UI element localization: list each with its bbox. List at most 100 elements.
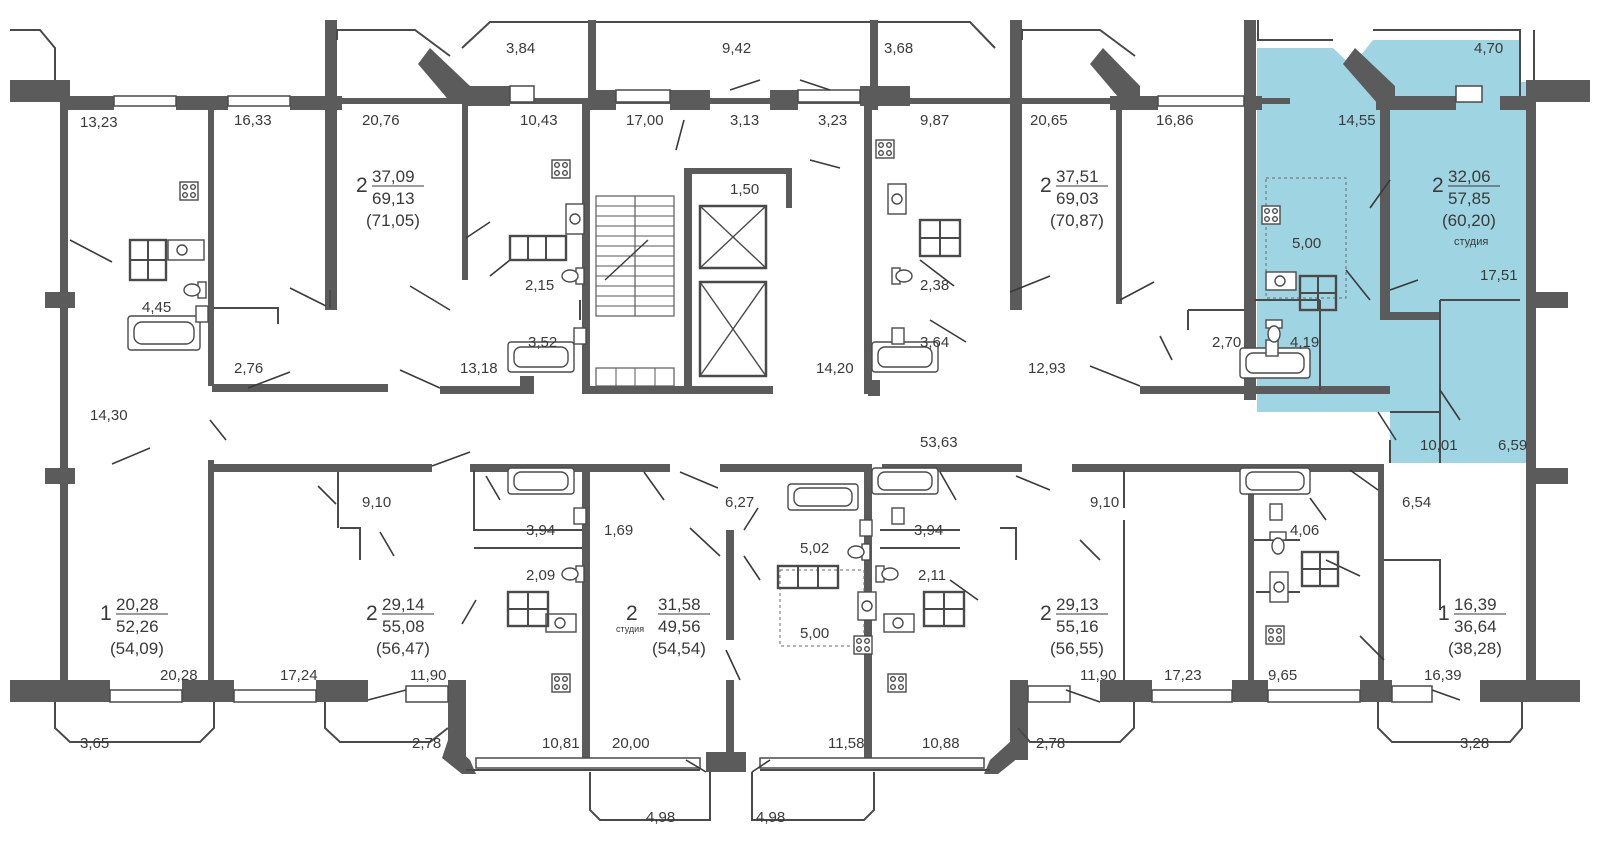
room-area-label: 6,54 [1402, 494, 1431, 511]
room-area-label: 4,19 [1290, 334, 1319, 351]
highlighted-apartment [1257, 40, 1534, 463]
room-area-label: 6,27 [725, 494, 754, 511]
stove-icon [853, 635, 873, 655]
room-area-label: 53,63 [920, 434, 958, 451]
apartment-type-note: студия [1454, 236, 1488, 248]
apartment-total-area: 49,56 [658, 617, 701, 636]
apartment-total-area: 55,16 [1056, 617, 1099, 636]
apartment-total-area: 55,08 [382, 617, 425, 636]
toilet-icon [561, 565, 585, 583]
room-area-label: 4,70 [1474, 40, 1503, 57]
room-area-label: 2,78 [412, 735, 441, 752]
apartment-total-area: 57,85 [1448, 189, 1491, 208]
stove-icon [875, 139, 895, 159]
room-area-label: 13,18 [460, 360, 498, 377]
room-area-label: 17,24 [280, 667, 318, 684]
apartment-living-area: 31,58 [658, 595, 701, 614]
bathtub-icon [871, 467, 939, 495]
stove-icon [179, 181, 199, 201]
apartment-living-area: 20,28 [116, 595, 159, 614]
washbasin-icon [891, 507, 905, 525]
room-area-label: 2,78 [1036, 735, 1065, 752]
room-area-label: 13,23 [80, 114, 118, 131]
windows [109, 85, 1483, 769]
apartment-label: 1 20,28 52,26 (54,09) [100, 595, 168, 658]
bathtub-icon [507, 341, 575, 373]
room-area-label: 3,65 [80, 735, 109, 752]
washbasin-icon [1265, 339, 1279, 357]
room-area-label: 3,13 [730, 112, 759, 129]
sink-icon [883, 613, 915, 633]
room-area-label: 5,02 [800, 540, 829, 557]
apartment-area-with-balcony: (60,20) [1442, 211, 1496, 230]
apartment-rooms: 2 [626, 602, 638, 625]
room-area-label: 4,98 [756, 809, 785, 826]
room-area-label: 10,01 [1420, 437, 1458, 454]
apartment-rooms: 2 [1432, 174, 1444, 197]
stove-icon [887, 673, 907, 693]
room-area-label: 20,76 [362, 112, 400, 129]
toilet-icon [183, 281, 207, 299]
room-area-label: 9,10 [362, 494, 391, 511]
sink-icon [1269, 571, 1289, 603]
room-area-label: 5,00 [800, 625, 829, 642]
staircase [595, 195, 675, 387]
room-area-label: 11,58 [828, 735, 864, 752]
shaft-icon [128, 238, 168, 282]
room-area-label: 2,38 [920, 277, 949, 294]
apartment-area-with-balcony: (71,05) [366, 211, 420, 230]
room-area-label: 9,65 [1268, 667, 1297, 684]
room-area-label: 3,94 [914, 522, 943, 539]
washbasin-icon [195, 305, 209, 323]
room-area-label: 9,87 [920, 112, 949, 129]
bathtub-icon [1239, 467, 1311, 495]
apartment-label: 2 37,09 69,13 (71,05) [356, 167, 424, 230]
room-area-label: 12,93 [1028, 360, 1066, 377]
washbasin-icon [859, 519, 873, 537]
bathtub-icon [871, 341, 939, 373]
apartment-area-with-balcony: (54,09) [110, 639, 164, 658]
apartment-total-area: 69,13 [372, 189, 415, 208]
thin-outlines [10, 20, 1535, 821]
apartment-rooms: 1 [100, 602, 112, 625]
toilet-icon [1265, 319, 1283, 343]
apartment-type-note: студия [616, 624, 644, 634]
room-area-label: 4,06 [1290, 522, 1319, 539]
sink-icon [1265, 271, 1297, 291]
doors [69, 79, 1461, 773]
fixtures [127, 139, 1340, 693]
shaft-icon [922, 590, 966, 628]
room-area-label: 2,15 [525, 277, 554, 294]
room-area-label: 4,45 [142, 299, 171, 316]
apartment-labels: 2 37,09 69,13 (71,05) 2 37,51 69,03 (70,… [100, 167, 1506, 658]
apartment-total-area: 69,03 [1056, 189, 1099, 208]
apartment-rooms: 2 [366, 602, 378, 625]
room-area-label: 5,00 [1292, 235, 1321, 252]
sink-icon [565, 203, 585, 235]
room-area-label: 3,64 [920, 334, 949, 351]
sink-icon [887, 183, 907, 215]
room-area-labels: 3,84 9,42 3,68 4,70 13,23 16,33 20,76 10… [80, 40, 1527, 826]
toilet-icon [561, 267, 585, 285]
shaft-icon [508, 234, 568, 262]
room-area-label: 1,69 [604, 522, 633, 539]
stove-icon [551, 673, 571, 693]
apartment-area-with-balcony: (56,55) [1050, 639, 1104, 658]
toilet-icon [847, 543, 871, 561]
room-area-label: 20,65 [1030, 112, 1068, 129]
sink-icon [857, 591, 877, 621]
apartment-area-with-balcony: (54,54) [652, 639, 706, 658]
room-area-label: 3,68 [884, 40, 913, 57]
toilet-icon [891, 267, 913, 285]
highlight-fill [1257, 40, 1534, 463]
room-area-label: 14,30 [90, 407, 128, 424]
room-area-label: 16,39 [1424, 667, 1462, 684]
room-area-label: 3,94 [526, 522, 555, 539]
apartment-living-area: 37,51 [1056, 167, 1099, 186]
shaft-icon [918, 218, 962, 258]
room-area-label: 1,50 [730, 181, 759, 198]
apartment-label: 2 29,14 55,08 (56,47) [366, 595, 434, 658]
room-area-label: 17,00 [626, 112, 664, 129]
apartment-living-area: 32,06 [1448, 167, 1491, 186]
